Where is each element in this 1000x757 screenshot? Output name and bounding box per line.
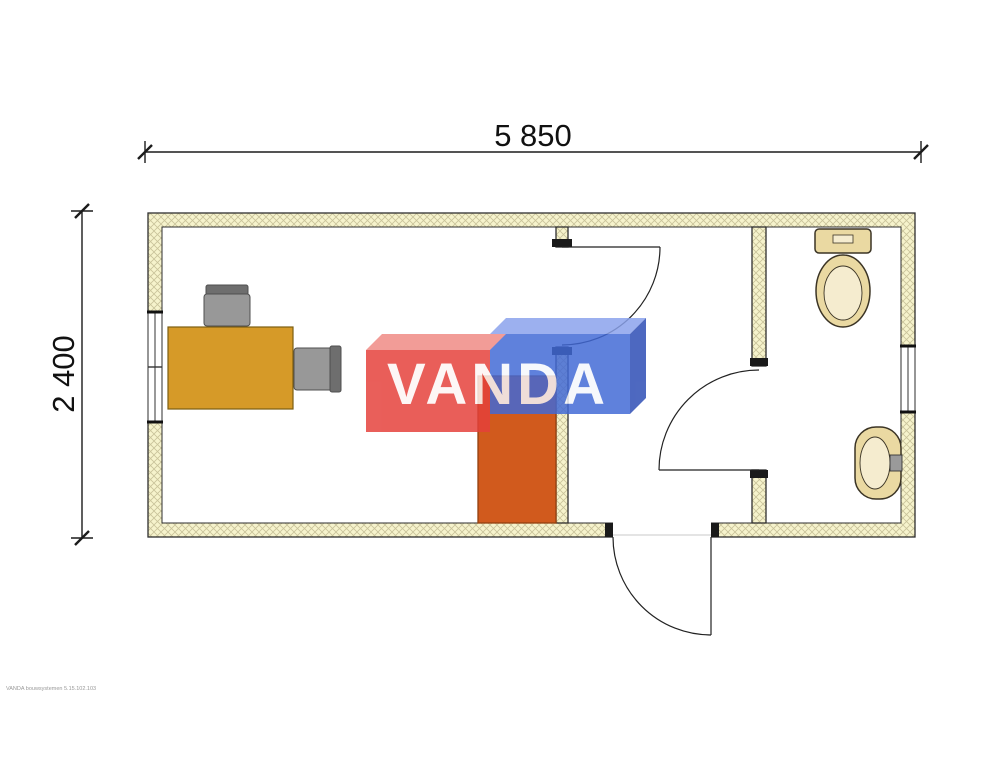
watermark: VANDA <box>366 318 646 432</box>
window-left <box>146 310 164 424</box>
window-right <box>899 344 917 414</box>
chair-side <box>293 345 342 393</box>
toilet <box>814 228 872 328</box>
door-entry-swing-arc <box>612 536 712 636</box>
washbasin <box>854 426 903 500</box>
washbasin-bowl <box>859 436 891 490</box>
watermark-red-top-face <box>366 334 506 350</box>
watermark-blue-top-face <box>490 318 646 334</box>
door-bathroom <box>658 358 768 478</box>
desk <box>167 326 294 410</box>
door-bathroom-jamb-top <box>750 358 768 366</box>
chair-top <box>203 284 251 327</box>
door-bathroom-swing-arc <box>658 369 760 471</box>
watermark-blue-block <box>490 334 630 414</box>
fine-print-text: VANDA bouwsystemen 5.15.102.103 <box>6 686 96 692</box>
watermark-logo-text: VANDA <box>387 352 609 417</box>
partition-wall-bathroom-upper <box>751 226 767 367</box>
watermark-blue-side-face <box>630 318 646 414</box>
dimension-width-label: 5 850 <box>494 118 572 153</box>
entry-opening <box>613 520 711 539</box>
door-entry <box>605 523 719 636</box>
chair-top-seat <box>203 293 251 327</box>
door-entry-jamb-left <box>605 523 613 537</box>
entry-opening-cut <box>613 520 711 539</box>
washbasin-tap <box>889 454 903 472</box>
dimension-height-tick-bottom <box>74 530 90 546</box>
door-office-jamb-top <box>552 239 572 247</box>
watermark-red-block <box>366 350 490 432</box>
dimension-height: 2 400 <box>46 203 93 546</box>
dimension-width: 5 850 <box>137 118 929 163</box>
door-entry-jamb-right <box>711 523 719 537</box>
chair-side-backrest <box>329 345 342 393</box>
toilet-bowl-inner <box>823 265 863 321</box>
dimension-height-tick-top <box>74 203 90 219</box>
chair-side-seat <box>293 347 335 391</box>
toilet-flush-button <box>832 234 854 244</box>
dimension-width-tick-left <box>137 144 153 160</box>
door-bathroom-jamb-bottom <box>750 470 768 478</box>
dimension-height-label: 2 400 <box>46 335 81 413</box>
dimension-width-tick-right <box>913 144 929 160</box>
